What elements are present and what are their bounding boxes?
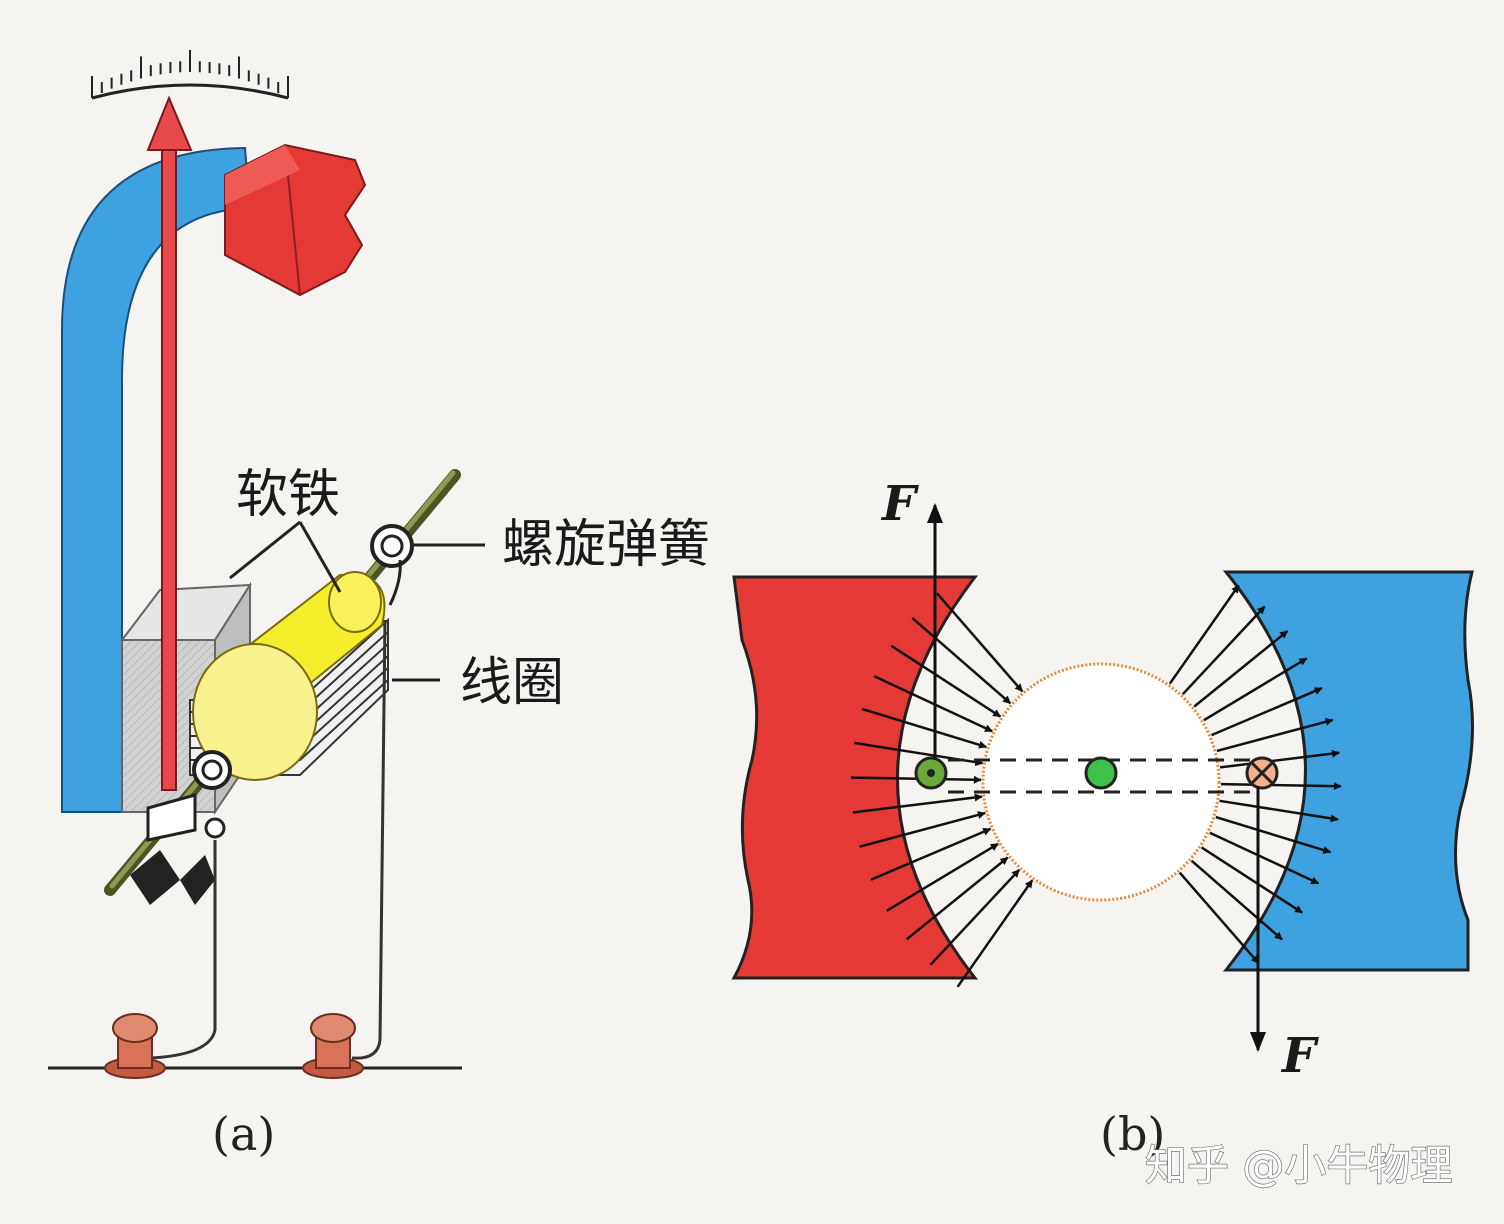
field-arrow-left xyxy=(890,644,1002,718)
field-arrow-left xyxy=(886,842,999,912)
dial-scale xyxy=(91,50,289,100)
field-arrow-right xyxy=(1219,799,1339,823)
field-arrow-right xyxy=(1168,584,1240,685)
north-pole-magnet xyxy=(224,143,367,297)
field-arrow-right xyxy=(1181,605,1266,696)
label-force-top: F xyxy=(880,476,919,532)
field-arrow-right xyxy=(1211,687,1323,737)
terminal-right xyxy=(302,1013,364,1079)
caption-b: (b) xyxy=(1100,1107,1165,1161)
callout-lines xyxy=(229,520,485,682)
field-arrow-left xyxy=(873,675,993,733)
south-pole-magnet xyxy=(61,146,252,813)
field-arrow-right xyxy=(1200,846,1303,914)
field-arrow-left xyxy=(859,811,986,848)
field-arrow-left xyxy=(905,856,1009,941)
pointer-needle xyxy=(146,95,193,791)
field-arrow-left xyxy=(936,592,1024,693)
field-arrow-right xyxy=(1209,831,1320,885)
radial-field-lines xyxy=(850,584,1342,988)
label-spiral-spring: 螺旋弹簧 xyxy=(502,515,710,575)
current-in-cross xyxy=(1245,756,1279,790)
watermark: 知乎 @小牛物理 xyxy=(1145,1141,1452,1190)
terminal-left xyxy=(104,1013,166,1079)
south-pole-face xyxy=(1222,570,1474,972)
field-arrow-left xyxy=(956,879,1034,988)
figure-b: F F (b) xyxy=(731,476,1474,1161)
field-arrow-right xyxy=(1203,657,1308,722)
figure-a: 软铁 螺旋弹簧 线圈 (a) xyxy=(48,50,710,1161)
field-arrow-left xyxy=(861,707,987,749)
field-arrow-right xyxy=(1178,871,1260,964)
field-arrow-right xyxy=(1215,815,1332,854)
current-out-dot xyxy=(914,756,948,790)
label-force-bottom: F xyxy=(1280,1028,1319,1084)
label-soft-iron: 软铁 xyxy=(236,465,340,525)
lead-wires xyxy=(149,619,387,1060)
spiral-spring-bottom xyxy=(130,750,232,905)
field-arrow-left xyxy=(911,617,1012,705)
spiral-spring-top xyxy=(370,524,414,606)
caption-a: (a) xyxy=(212,1107,275,1161)
axle-center-dot xyxy=(1084,756,1118,790)
soft-iron-cylinder xyxy=(192,571,386,781)
field-arrow-right xyxy=(1220,782,1342,791)
field-arrow-right xyxy=(1219,749,1340,769)
label-coil: 线圈 xyxy=(460,653,564,713)
field-arrow-left xyxy=(929,868,1021,966)
field-arrow-right xyxy=(1193,630,1289,708)
field-arrow-right xyxy=(1216,717,1334,753)
field-arrow-left xyxy=(852,793,983,814)
field-arrow-right xyxy=(1190,859,1283,941)
field-arrow-left xyxy=(870,827,992,881)
